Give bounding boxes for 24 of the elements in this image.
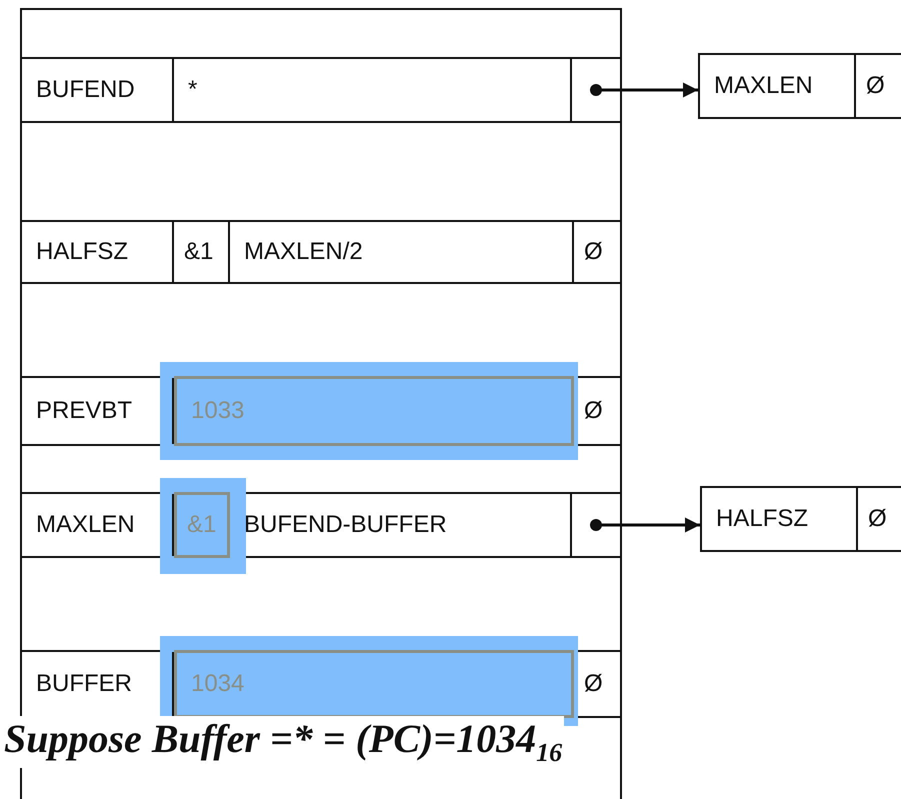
memory-field: Ø (856, 55, 901, 117)
memory-field: Ø (574, 378, 624, 444)
memory-row (20, 220, 622, 284)
memory-row (20, 57, 622, 123)
record-box (700, 486, 901, 552)
pointer-arrow (590, 82, 698, 98)
memory-field: * (174, 59, 574, 121)
memory-field: PREVBT (22, 378, 174, 444)
pointer-arrow (590, 518, 700, 532)
memory-field: &1 (174, 492, 230, 558)
memory-field: MAXLEN (700, 55, 856, 117)
memory-field: &1 (174, 222, 230, 282)
caption: Suppose Buffer =* = (PC)=1034$_{16}$ (2, 716, 564, 768)
memory-field: MAXLEN/2 (230, 222, 574, 282)
memory-field: 1033 (174, 376, 574, 446)
memory-field: BUFEND (22, 59, 174, 121)
memory-field: HALFSZ (22, 222, 174, 282)
memory-field: Ø (574, 222, 624, 282)
record-box (698, 53, 901, 119)
memory-field: HALFSZ (702, 488, 858, 550)
memory-field: BUFEND-BUFFER (230, 494, 574, 556)
memory-field: Ø (858, 488, 901, 550)
memory-field: MAXLEN (22, 494, 174, 556)
memory-field: Ø (574, 652, 624, 716)
